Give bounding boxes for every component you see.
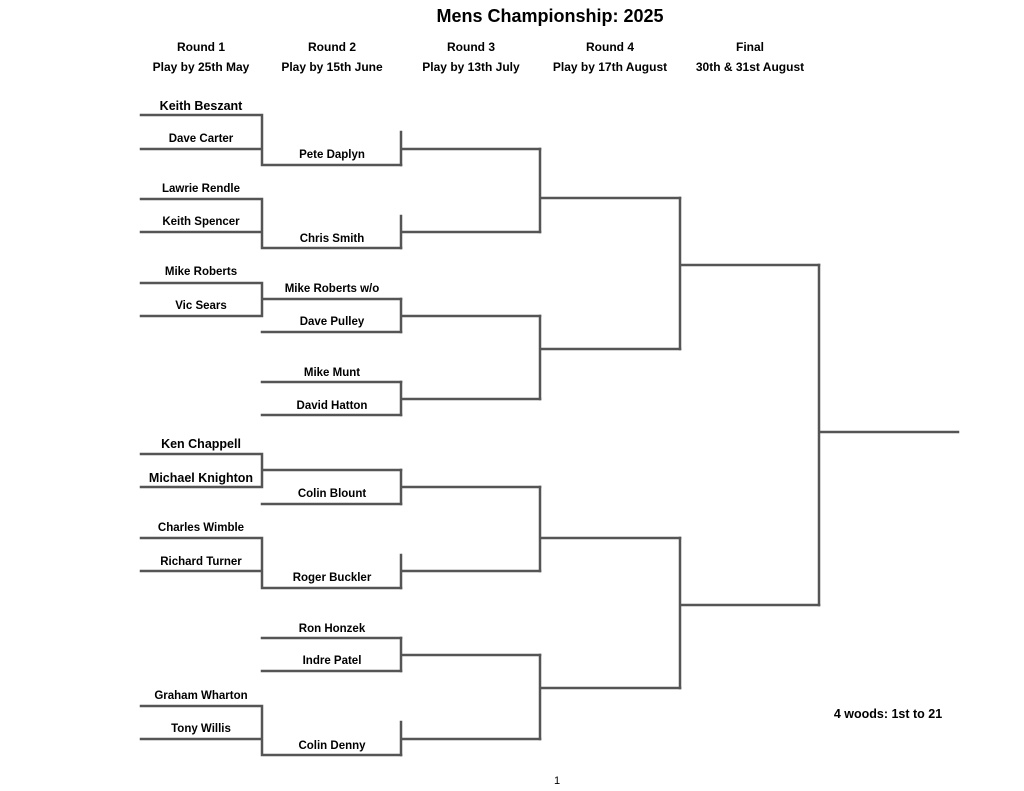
r1-player-8: Michael Knighton <box>148 471 254 485</box>
r2-player-4: Dave Pulley <box>299 316 365 328</box>
r1-player-4: Keith Spencer <box>162 216 240 228</box>
r2-player-9: Ron Honzek <box>298 623 366 635</box>
r2-match-4 <box>399 380 542 417</box>
r1-player-3: Lawrie Rendle <box>162 183 240 195</box>
r2-match-2 <box>399 214 542 250</box>
r1-player-7: Ken Chappell <box>161 437 241 451</box>
r1-match-3 <box>139 281 403 318</box>
r1-player-6: Vic Sears <box>175 300 227 312</box>
r2-entries <box>260 330 403 673</box>
r2-player-11: Colin Denny <box>298 740 366 752</box>
r2-match-1 <box>399 130 542 167</box>
r1-player-12: Tony Willis <box>171 723 231 735</box>
page-title: Mens Championship: 2025 <box>436 6 664 26</box>
r1-match-6 <box>139 704 403 757</box>
page-number: 1 <box>553 775 561 787</box>
r2-player-2: Chris Smith <box>299 233 365 245</box>
r4-match-1 <box>678 196 821 351</box>
r1-match-4 <box>139 452 403 489</box>
r2-player-7: Colin Blount <box>297 488 367 500</box>
r1-player-9: Charles Wimble <box>157 522 245 534</box>
r2-match-7 <box>399 636 542 673</box>
r1-player-2: Dave Carter <box>168 133 234 145</box>
round-2-header: Round 2 <box>308 40 356 54</box>
round-4-deadline: Play by 17th August <box>552 60 668 74</box>
r2-player-3: Mike Roberts w/o <box>284 283 380 295</box>
round-3-header: Round 3 <box>447 40 495 54</box>
r2-match-3 <box>399 297 542 334</box>
r3-match-1 <box>538 147 682 234</box>
r1-match-1 <box>139 113 403 167</box>
r2-match-5 <box>399 468 542 506</box>
round-4-header: Round 4 <box>586 40 634 54</box>
round-2-deadline: Play by 15th June <box>281 60 383 74</box>
r1-match-5 <box>139 536 403 590</box>
r2-match-8 <box>399 720 542 757</box>
r3-match-4 <box>538 653 682 741</box>
r2-player-8: Roger Buckler <box>292 572 372 584</box>
r1-player-11: Graham Wharton <box>154 690 248 702</box>
r2-player-6: David Hatton <box>296 400 368 412</box>
round-1-deadline: Play by 25th May <box>152 60 250 74</box>
round-3-deadline: Play by 13th July <box>422 60 520 74</box>
r1-match-2 <box>139 197 403 250</box>
r2-player-10: Indre Patel <box>302 655 362 667</box>
r3-match-2 <box>538 314 682 401</box>
r1-player-10: Richard Turner <box>160 556 242 568</box>
final-match <box>817 263 960 607</box>
r2-match-6 <box>399 553 542 590</box>
r1-player-5: Mike Roberts <box>164 266 238 278</box>
r1-player-1: Keith Beszant <box>159 99 243 113</box>
final-header: Final <box>735 40 764 54</box>
r2-player-5: Mike Munt <box>303 367 361 379</box>
r4-match-2 <box>678 536 821 690</box>
match-format-note: 4 woods: 1st to 21 <box>833 707 943 721</box>
r2-player-1: Pete Daplyn <box>299 149 365 161</box>
final-deadline: 30th & 31st August <box>695 60 805 74</box>
round-1-header: Round 1 <box>177 40 225 54</box>
r3-match-3 <box>538 485 682 573</box>
